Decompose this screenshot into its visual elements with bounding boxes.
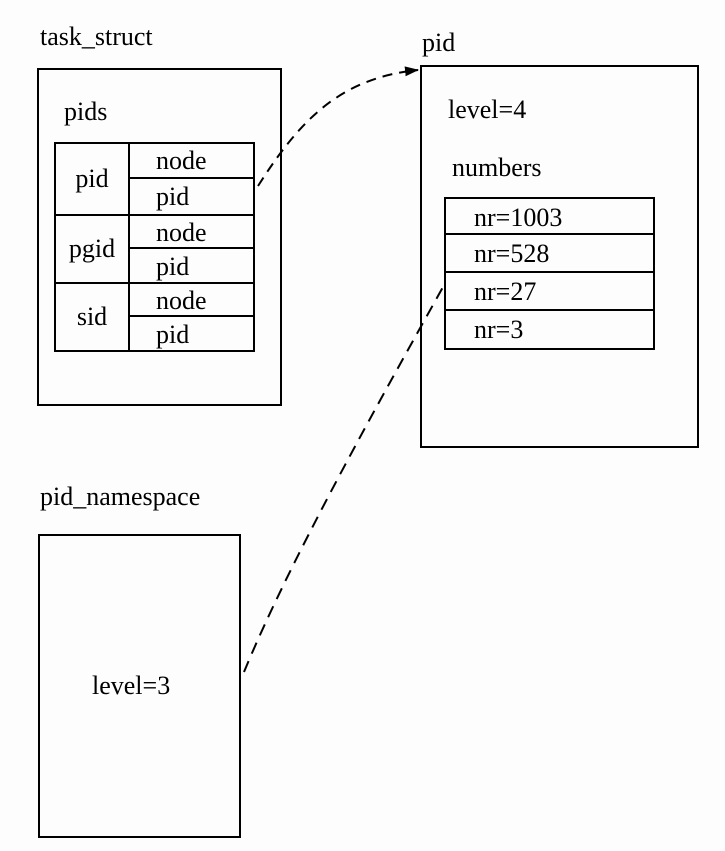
numbers-row: nr=528 bbox=[446, 235, 653, 273]
numbers-row: nr=27 bbox=[446, 273, 653, 311]
pids-group-pid: pid node pid bbox=[56, 144, 253, 216]
group-field-node: node bbox=[130, 144, 253, 179]
group-field-pid: pid bbox=[156, 182, 190, 211]
group-field-node: node bbox=[130, 216, 253, 249]
pid-namespace-level: level=3 bbox=[92, 671, 171, 700]
pid-title: pid bbox=[422, 28, 456, 57]
task-struct-box bbox=[37, 68, 282, 406]
group-name: pid bbox=[56, 144, 130, 214]
group-field-pid: pid bbox=[156, 252, 190, 281]
pids-group-pgid: pgid node pid bbox=[56, 216, 253, 284]
task-struct-title: task_struct bbox=[40, 22, 153, 51]
numbers-row: nr=3 bbox=[474, 315, 524, 344]
pid-pointer-arrow bbox=[257, 66, 419, 187]
group-field-node: node bbox=[130, 284, 253, 317]
numbers-row: nr=1003 bbox=[446, 199, 653, 235]
pid-box bbox=[420, 65, 699, 448]
pids-label: pids bbox=[64, 97, 108, 126]
group-field-pid: pid bbox=[156, 320, 190, 349]
group-name: sid bbox=[56, 284, 130, 350]
numbers-table: nr=1003 nr=528 nr=27 nr=3 bbox=[444, 197, 655, 350]
group-name: pgid bbox=[56, 216, 130, 282]
pids-table: pid node pid pgid node pid sid node pid bbox=[54, 142, 255, 352]
pid-namespace-box bbox=[38, 534, 241, 838]
pid-level: level=4 bbox=[448, 95, 527, 124]
numbers-label: numbers bbox=[452, 153, 542, 182]
pids-group-sid: sid node pid bbox=[56, 284, 253, 350]
pid-namespace-title: pid_namespace bbox=[40, 482, 201, 511]
